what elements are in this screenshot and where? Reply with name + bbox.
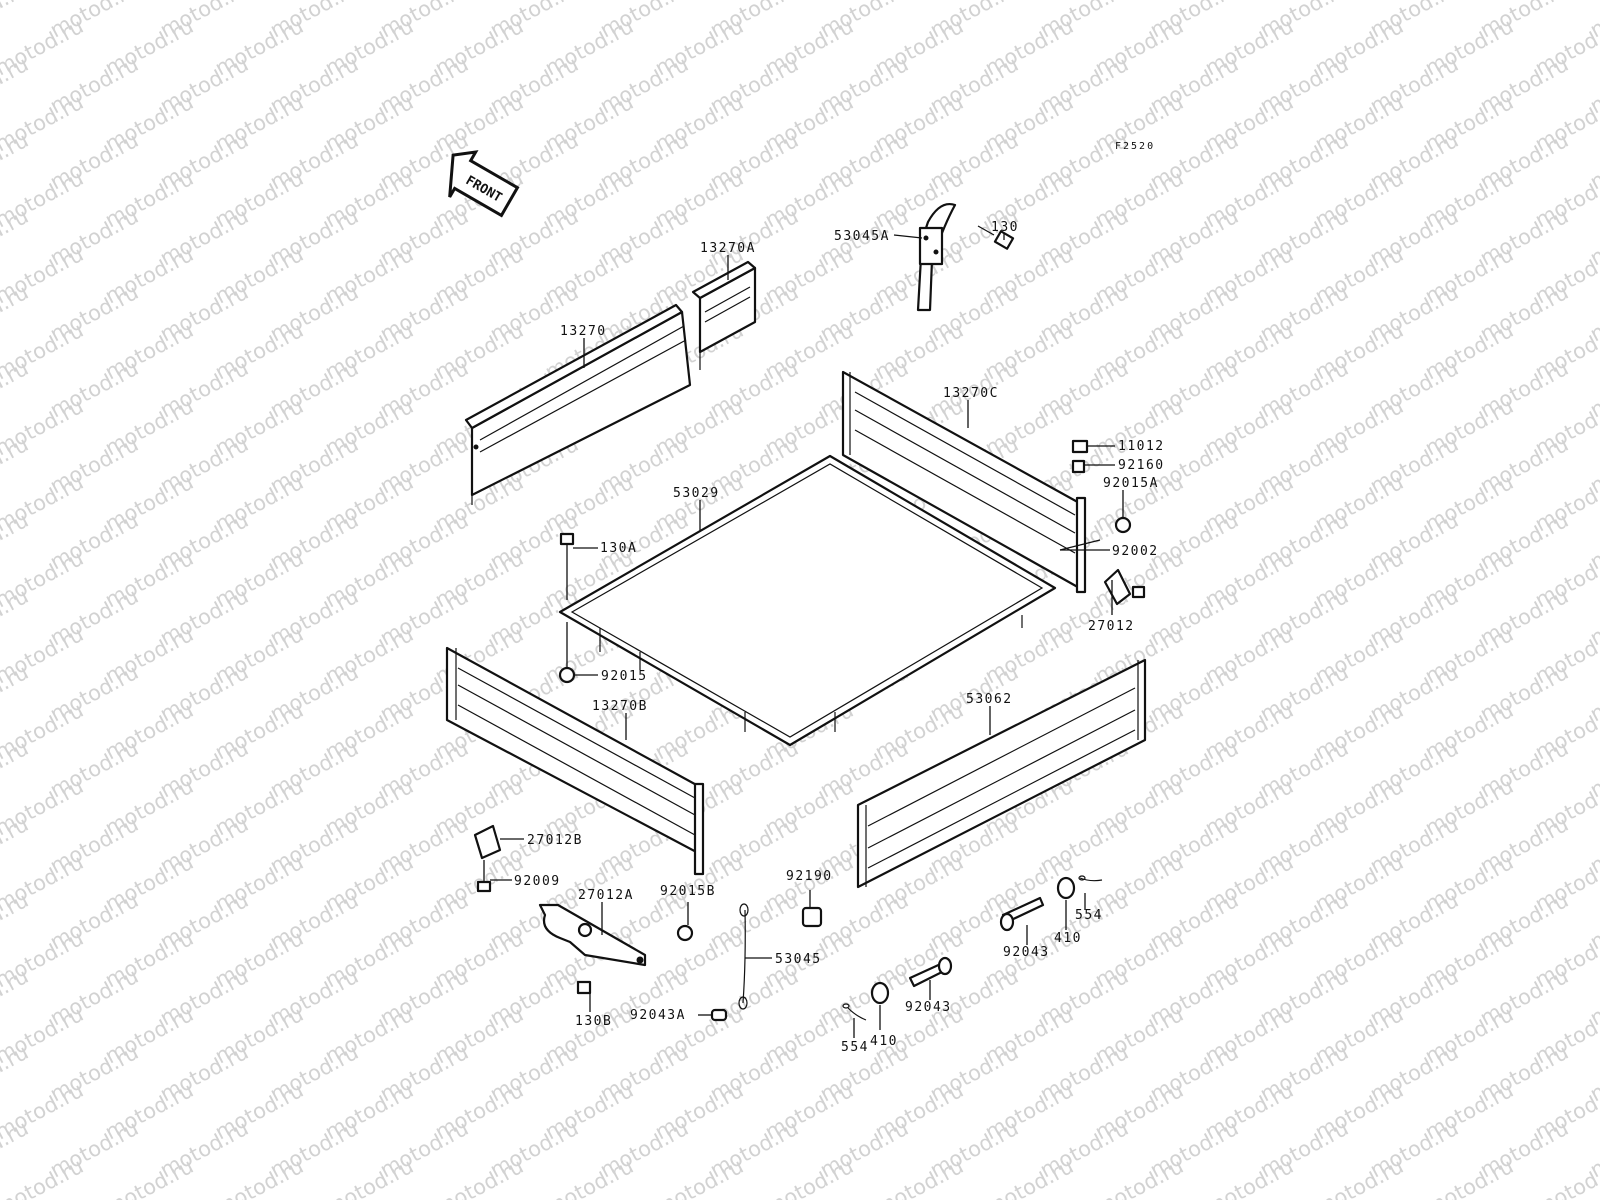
callout-92043-lower: 92043 (905, 1000, 952, 1015)
callout-53045A: 53045A (834, 229, 890, 244)
watermark-text: motod.ru (1256, 1192, 1352, 1200)
watermark-text: motod.ru (816, 1192, 912, 1200)
watermark-text: motod.ru (0, 1154, 87, 1200)
callout-554-right: 554 (1075, 908, 1103, 923)
part-11012-cap (1071, 439, 1089, 454)
watermark-text: motod.ru (46, 1192, 142, 1200)
callout-92009: 92009 (514, 874, 561, 889)
callout-554-lower: 554 (841, 1040, 869, 1055)
front-arrow-icon: FRONT (448, 150, 520, 218)
part-92015A-nut (1114, 516, 1132, 534)
part-92190-bushing (801, 906, 823, 928)
callout-27012A: 27012A (578, 888, 634, 903)
watermark-text: motod.ru (1421, 1154, 1517, 1200)
callout-53045: 53045 (775, 952, 822, 967)
callout-92002: 92002 (1112, 544, 1159, 559)
part-410-washer-right (1056, 876, 1076, 900)
part-53045A-latch (916, 203, 957, 312)
part-53029-bed-frame (558, 454, 1057, 747)
callout-92015: 92015 (601, 669, 648, 684)
watermark-text: motod.ru (211, 1154, 307, 1200)
part-92043-pin-right (999, 896, 1045, 932)
part-130B-bolt (576, 980, 592, 995)
watermark-text: motod.ru (1311, 1154, 1407, 1200)
callout-92015A: 92015A (1103, 476, 1159, 491)
callout-27012: 27012 (1088, 619, 1135, 634)
callout-13270B: 13270B (592, 699, 648, 714)
part-92015-nut (558, 622, 576, 684)
callout-53062: 53062 (966, 692, 1013, 707)
watermark-text: motod.ru (926, 1192, 1022, 1200)
watermark-text: motod.ru (981, 1154, 1077, 1200)
watermark-text: motod.ru (101, 1154, 197, 1200)
part-92043A-clip (710, 1008, 728, 1022)
part-13270B-side-rail (445, 646, 705, 876)
callout-92043A: 92043A (630, 1008, 686, 1023)
part-410-washer-lower (870, 981, 890, 1005)
part-92043-pin-lower (908, 956, 953, 988)
watermark-text: motod.ru (321, 1154, 417, 1200)
part-92015B-nut (676, 924, 694, 942)
callout-92190: 92190 (786, 869, 833, 884)
part-92160-cap (1071, 459, 1086, 474)
watermark-text: motod.ru (651, 1154, 747, 1200)
callout-130B: 130B (575, 1014, 612, 1029)
callout-labels: 13270A 53045A 130 13270 13270C 11012 921… (514, 220, 1165, 1055)
watermark-text: motod.ru (871, 1154, 967, 1200)
watermark-text: motod.ru (596, 1192, 692, 1200)
part-27012-bracket (1103, 568, 1132, 606)
watermark-text: motod.ru (1146, 1192, 1242, 1200)
watermark-text: motod.ru (0, 1192, 32, 1200)
callout-130A: 130A (600, 541, 637, 556)
part-13270A-guard (691, 260, 757, 370)
part-53062-tailgate (856, 658, 1147, 889)
watermark-text: motod.ru (156, 1192, 252, 1200)
callout-92160: 92160 (1118, 458, 1165, 473)
watermark-text: motod.ru (706, 1192, 802, 1200)
callout-27012B: 27012B (527, 833, 583, 848)
callout-13270C: 13270C (943, 386, 999, 401)
watermark-text: motod.ru (431, 1154, 527, 1200)
watermark-text: motod.ru (1036, 1192, 1132, 1200)
part-13270-front-panel (464, 303, 692, 505)
part-554-cotter-lower (842, 1003, 867, 1021)
watermark-text: motod.ru (376, 1192, 472, 1200)
callout-92015B: 92015B (660, 884, 716, 899)
callout-13270: 13270 (560, 324, 607, 339)
callout-11012: 11012 (1118, 439, 1165, 454)
watermark-text: motod.ru (0, 0, 32, 42)
callout-410-right: 410 (1054, 931, 1082, 946)
watermark-text: motod.ru (761, 1154, 857, 1200)
part-554-cotter-right (1078, 875, 1103, 882)
leader-lines (490, 233, 1124, 1038)
watermark-text: motod.ru (1091, 1154, 1187, 1200)
watermark-text: motod.ru (266, 1192, 362, 1200)
callout-53029: 53029 (673, 486, 720, 501)
watermark-text: motod.ru (1366, 1192, 1462, 1200)
part-92009-bolt (476, 860, 492, 893)
callout-92043-right: 92043 (1003, 945, 1050, 960)
watermark-text: motod.ru (1476, 1192, 1572, 1200)
part-130A-bolt (559, 532, 575, 600)
part-27012A-plate (538, 903, 647, 967)
figure-code: F2520 (1115, 141, 1155, 152)
callout-410-lower: 410 (870, 1034, 898, 1049)
part-27012B-bracket (473, 824, 502, 860)
watermark-text: motod.ru (541, 1154, 637, 1200)
part-92002-bolt (1131, 585, 1146, 599)
watermark-text: motod.ru (1201, 1154, 1297, 1200)
callout-13270A: 13270A (700, 241, 756, 256)
watermark-text: motod.ru (486, 1192, 582, 1200)
callout-130: 130 (991, 220, 1019, 235)
